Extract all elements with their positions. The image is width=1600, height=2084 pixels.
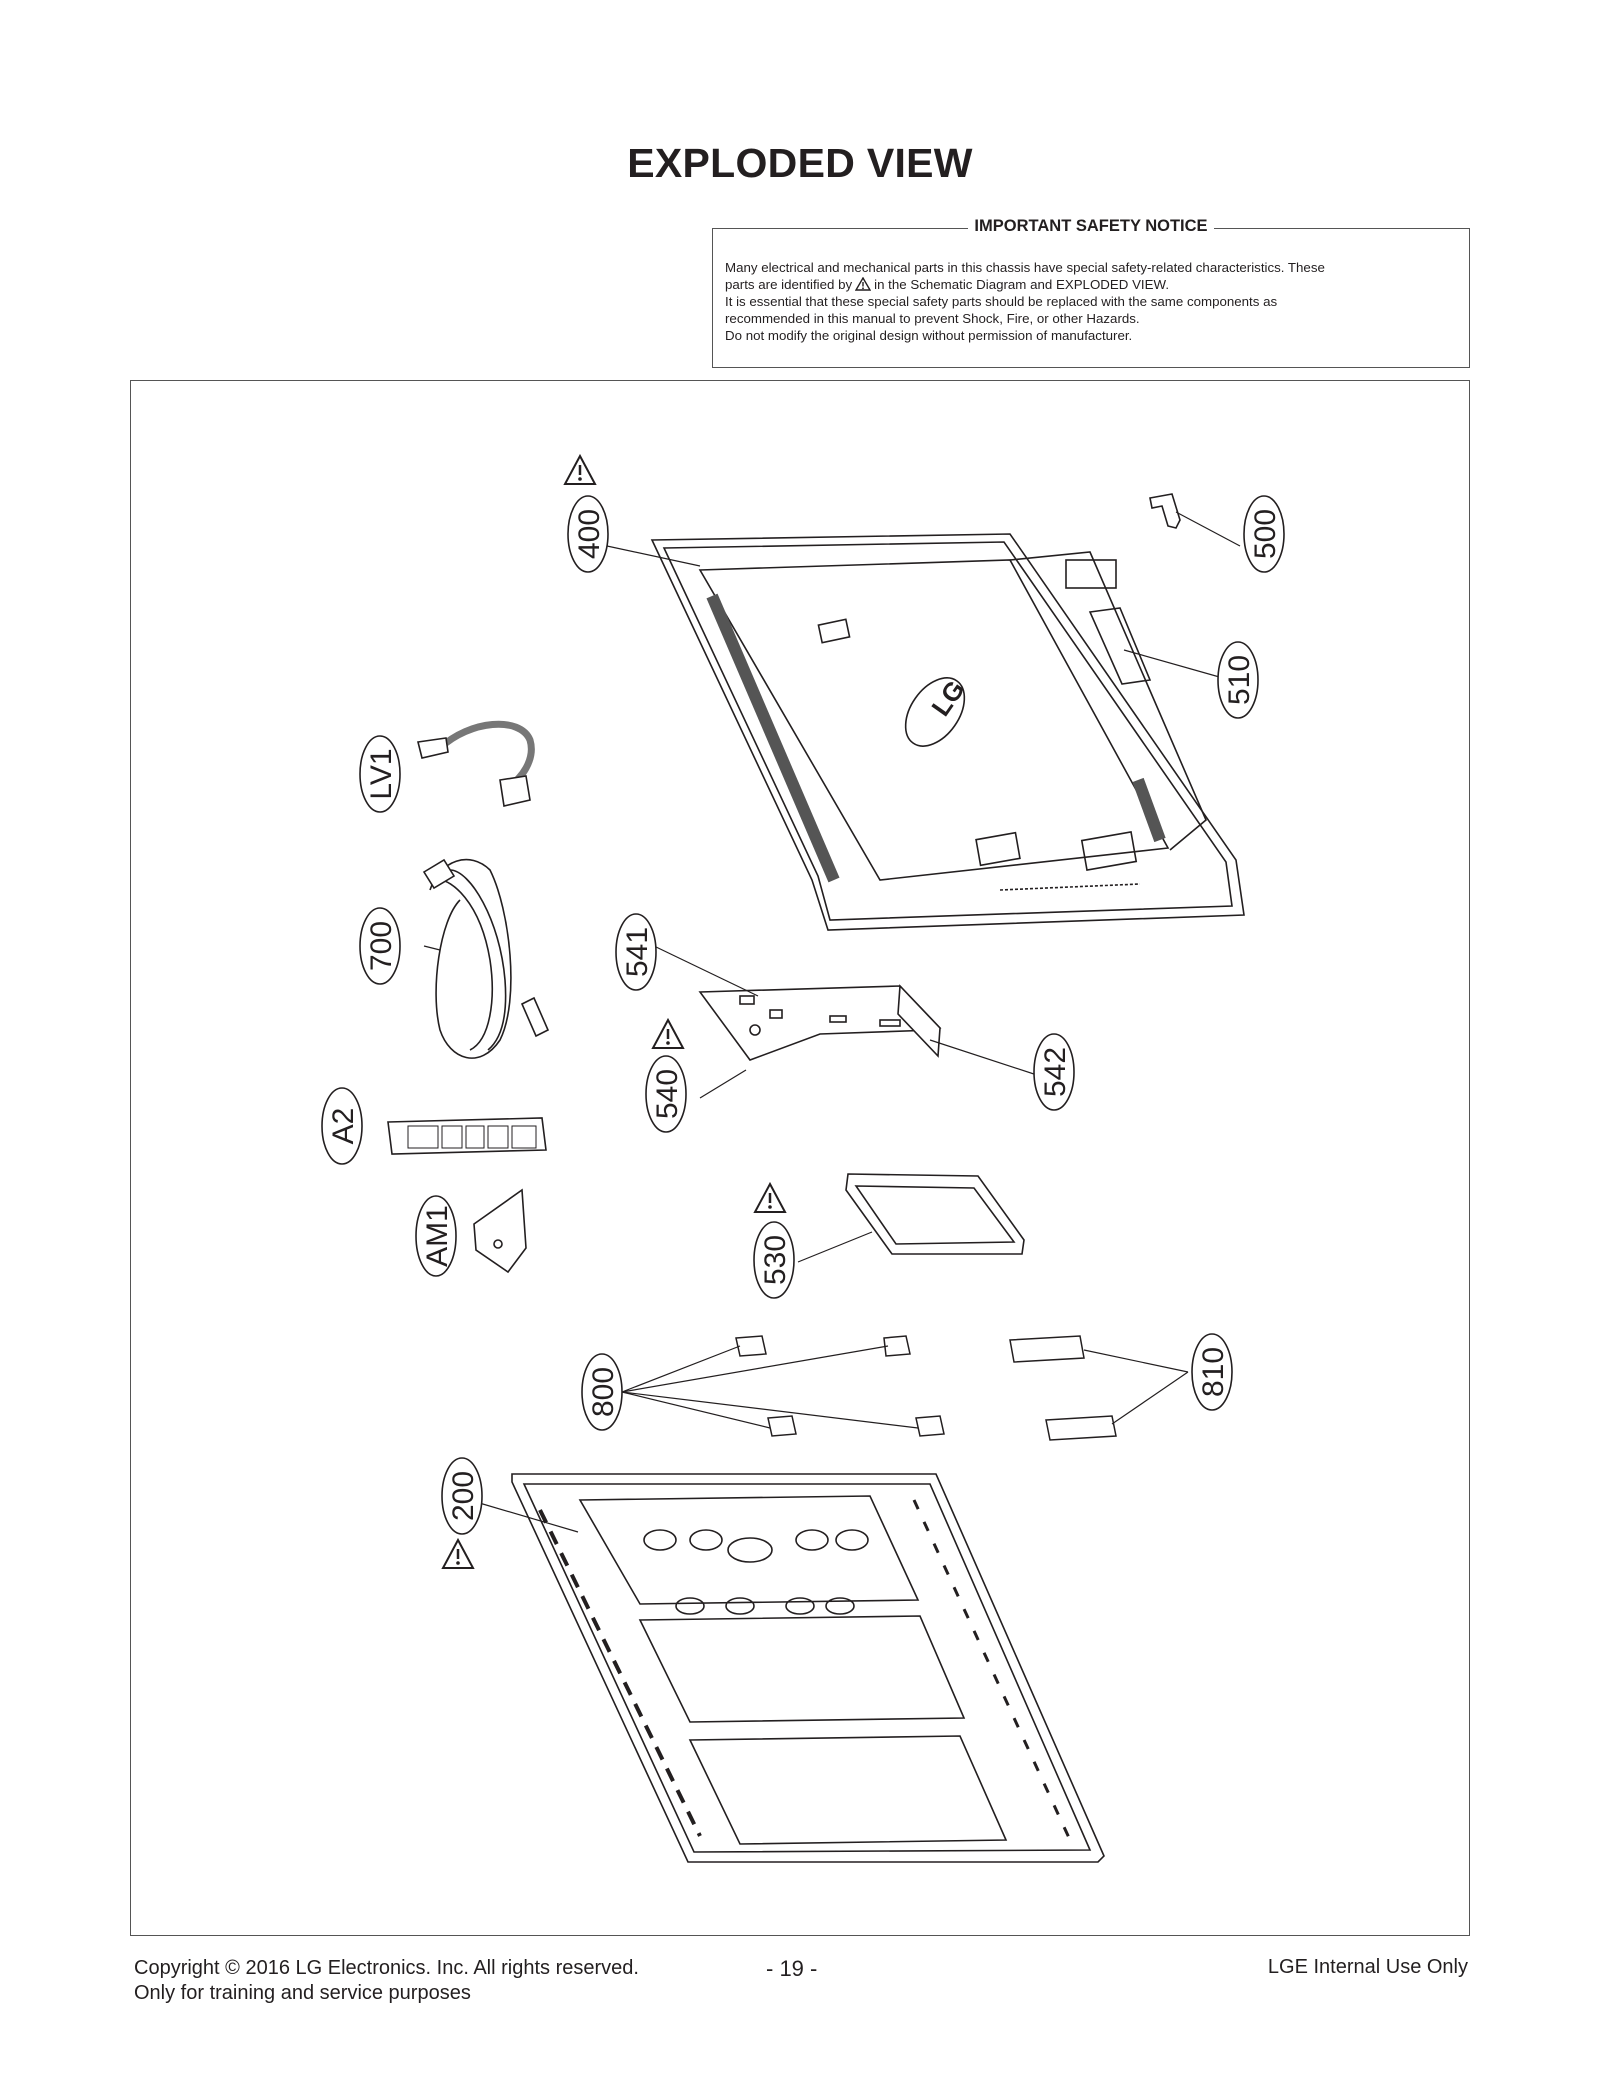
diagram-frame — [130, 380, 1470, 1936]
svg-text:541: 541 — [621, 927, 654, 977]
part-530-power-board — [845, 1173, 1025, 1255]
svg-text:700: 700 — [365, 921, 398, 971]
notice-line-4: recommended in this manual to prevent Sh… — [725, 311, 1140, 326]
callout-530: 530 — [753, 1221, 795, 1299]
callout-542: 542 — [1033, 1033, 1075, 1111]
part-810-brackets — [1009, 1335, 1117, 1441]
warning-triangle-icon — [753, 1182, 787, 1214]
callout-810: 810 — [1191, 1333, 1233, 1411]
warning-triangle-icon — [855, 277, 872, 291]
safety-notice-body: Many electrical and mechanical parts in … — [725, 259, 1457, 344]
callout-510: 510 — [1217, 641, 1259, 719]
notice-line-5: Do not modify the original design withou… — [725, 328, 1133, 343]
svg-text:810: 810 — [1197, 1347, 1230, 1397]
svg-text:400: 400 — [573, 509, 606, 559]
page-number: - 19 - — [766, 1956, 818, 1981]
svg-text:500: 500 — [1249, 509, 1282, 559]
part-800-clips — [735, 1335, 945, 1437]
svg-text:540: 540 — [651, 1069, 684, 1119]
notice-line-1: Many electrical and mechanical parts in … — [725, 260, 1325, 275]
safety-notice-box: IMPORTANT SAFETY NOTICE Many electrical … — [712, 217, 1470, 368]
callout-700: 700 — [359, 907, 401, 985]
svg-text:LV1: LV1 — [365, 748, 398, 799]
part-400-back-cover: LG — [650, 533, 1245, 931]
callout-lv1: LV1 — [359, 735, 401, 813]
notice-line-3: It is essential that these special safet… — [725, 294, 1278, 309]
part-500-bracket — [1149, 493, 1181, 529]
purpose-text: Only for training and service purposes — [134, 1982, 471, 2004]
part-am1-bracket — [473, 1188, 527, 1274]
internal-use-label: LGE Internal Use Only — [1267, 1956, 1468, 1978]
callout-400: 400 — [567, 495, 609, 573]
callout-a2: A2 — [321, 1087, 363, 1165]
callout-800: 800 — [581, 1353, 623, 1431]
callout-500: 500 — [1243, 495, 1285, 573]
copyright-text: Copyright © 2016 LG Electronics. Inc. Al… — [134, 1957, 639, 1979]
svg-text:200: 200 — [447, 1471, 480, 1521]
page-title: EXPLODED VIEW — [627, 140, 973, 186]
svg-text:800: 800 — [587, 1367, 620, 1417]
part-700-power-cord — [422, 858, 550, 1059]
callout-200: 200 — [441, 1457, 483, 1535]
part-540-main-board — [698, 984, 942, 1061]
leader-lines — [423, 511, 1241, 1533]
part-200-panel — [511, 1473, 1105, 1863]
warning-triangle-icon — [563, 454, 597, 486]
svg-text:510: 510 — [1223, 655, 1256, 705]
svg-text:A2: A2 — [327, 1108, 360, 1145]
safety-notice-title: IMPORTANT SAFETY NOTICE — [968, 217, 1214, 235]
svg-text:AM1: AM1 — [421, 1205, 454, 1267]
svg-text:542: 542 — [1039, 1047, 1072, 1097]
part-lv1-cable — [417, 720, 535, 807]
callout-540: 540 — [645, 1055, 687, 1133]
warning-triangle-icon — [441, 1538, 475, 1570]
callout-am1: AM1 — [415, 1195, 457, 1277]
callout-541: 541 — [615, 913, 657, 991]
svg-text:530: 530 — [759, 1235, 792, 1285]
part-a2-remote — [387, 1117, 547, 1155]
warning-triangle-icon — [651, 1018, 685, 1050]
footer-copyright: Copyright © 2016 LG Electronics. Inc. Al… — [134, 1956, 639, 2006]
